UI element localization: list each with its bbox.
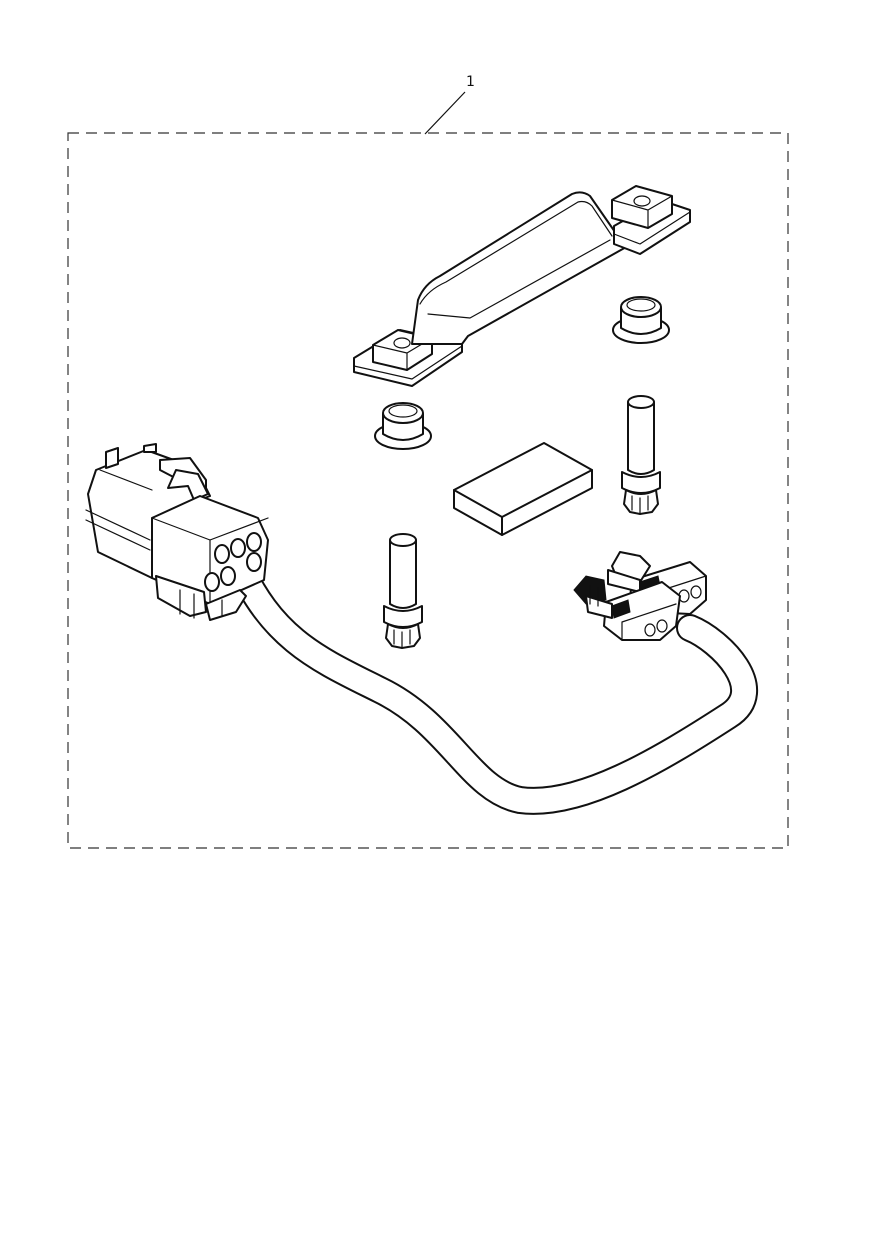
wiring-harness-icon	[224, 548, 758, 815]
callout-leader-line	[424, 91, 466, 135]
multi-pin-connector-icon	[85, 443, 269, 621]
connector-pin-holes	[204, 532, 262, 592]
callout-1[interactable]: 1	[424, 74, 475, 135]
spacer-sleeve-icon	[383, 533, 423, 649]
spacer-sleeve-icon	[621, 395, 661, 515]
kit-boundary	[67, 132, 789, 849]
mounting-bracket-icon	[353, 185, 691, 387]
twin-connector-icon	[573, 551, 707, 641]
rubber-grommet-icon	[612, 296, 670, 344]
callout-label: 1	[466, 74, 475, 90]
rubber-grommet-icon	[374, 402, 432, 450]
foam-pad-icon	[453, 442, 593, 536]
